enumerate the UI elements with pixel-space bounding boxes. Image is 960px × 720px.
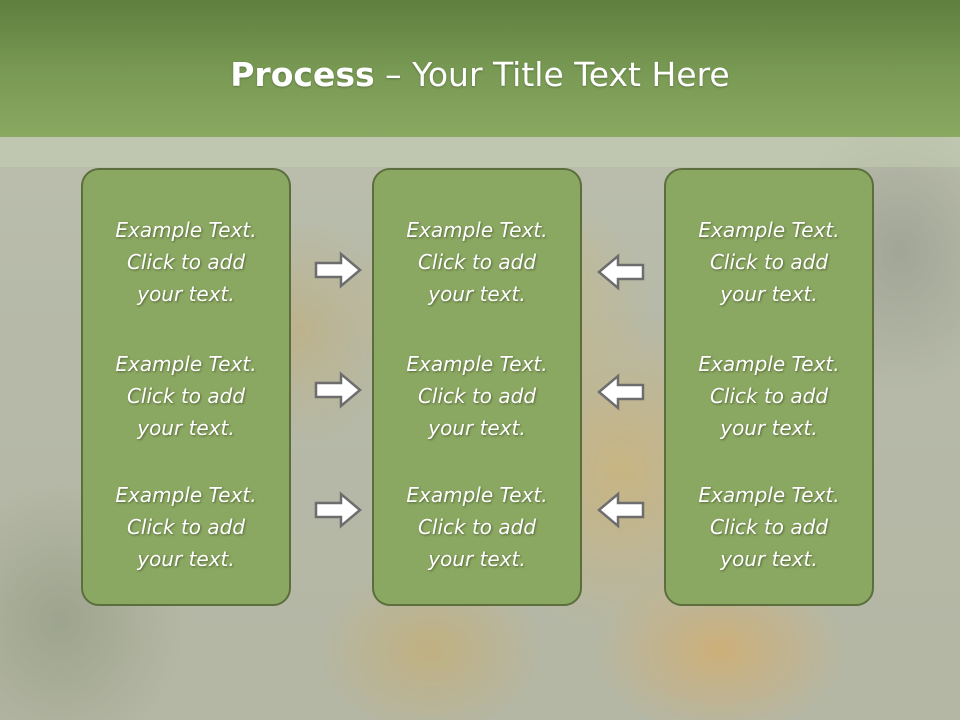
process-box-left[interactable]: Example Text. Click to add your text. Ex… bbox=[81, 168, 291, 606]
text-placeholder[interactable]: Example Text. Click to add your text. bbox=[406, 483, 548, 571]
slide-title[interactable]: Process – Your Title Text Here bbox=[0, 50, 960, 100]
text-placeholder[interactable]: Example Text. Click to add your text. bbox=[115, 218, 257, 306]
title-rest: – Your Title Text Here bbox=[374, 55, 730, 94]
text-placeholder[interactable]: Example Text. Click to add your text. bbox=[406, 352, 548, 440]
text-placeholder[interactable]: Example Text. Click to add your text. bbox=[115, 352, 257, 440]
title-bar bbox=[0, 0, 960, 137]
process-box-right[interactable]: Example Text. Click to add your text. Ex… bbox=[664, 168, 874, 606]
arrow-right-icon[interactable] bbox=[313, 250, 363, 290]
arrow-left-icon[interactable] bbox=[596, 490, 646, 530]
text-placeholder[interactable]: Example Text. Click to add your text. bbox=[698, 218, 840, 306]
text-placeholder[interactable]: Example Text. Click to add your text. bbox=[698, 352, 840, 440]
process-box-center[interactable]: Example Text. Click to add your text. Ex… bbox=[372, 168, 582, 606]
title-bar-shadow bbox=[0, 137, 960, 167]
text-placeholder[interactable]: Example Text. Click to add your text. bbox=[406, 218, 548, 306]
arrow-right-icon[interactable] bbox=[313, 370, 363, 410]
title-bold: Process bbox=[230, 55, 375, 94]
arrow-left-icon[interactable] bbox=[596, 372, 646, 412]
text-placeholder[interactable]: Example Text. Click to add your text. bbox=[698, 483, 840, 571]
arrow-right-icon[interactable] bbox=[313, 490, 363, 530]
arrow-left-icon[interactable] bbox=[596, 252, 646, 292]
text-placeholder[interactable]: Example Text. Click to add your text. bbox=[115, 483, 257, 571]
